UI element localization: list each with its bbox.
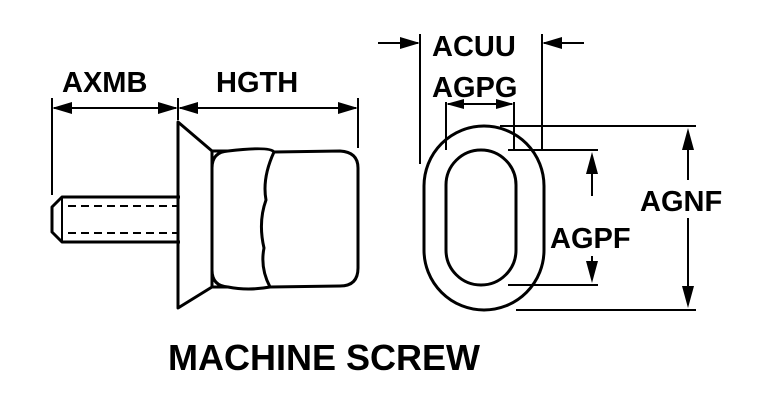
end-view-outer-profile: [422, 124, 546, 312]
dimension-agnf: AGNF: [500, 125, 722, 311]
dimension-agpg: AGPG: [432, 72, 517, 150]
end-view-inner-profile: [444, 148, 518, 287]
dimension-acuu: ACUU: [378, 31, 584, 164]
label-agnf: AGNF: [640, 186, 722, 218]
dimension-axmb: AXMB: [51, 67, 179, 195]
label-agpf: AGPF: [550, 223, 631, 255]
side-view: AXMB HGTH: [50, 67, 360, 310]
label-axmb: AXMB: [62, 67, 147, 99]
label-agpg: AGPG: [432, 72, 517, 104]
dimension-agpf: AGPF: [508, 149, 631, 286]
end-view: ACUU AGPG AGPF: [378, 31, 722, 312]
screw-head: [176, 120, 214, 310]
label-hgth: HGTH: [216, 67, 298, 99]
label-acuu: ACUU: [432, 31, 516, 63]
diagram-title: MACHINE SCREW: [168, 337, 480, 378]
screw-shank: [50, 195, 180, 244]
hex-body: [210, 147, 360, 291]
dimension-hgth: HGTH: [178, 67, 359, 148]
